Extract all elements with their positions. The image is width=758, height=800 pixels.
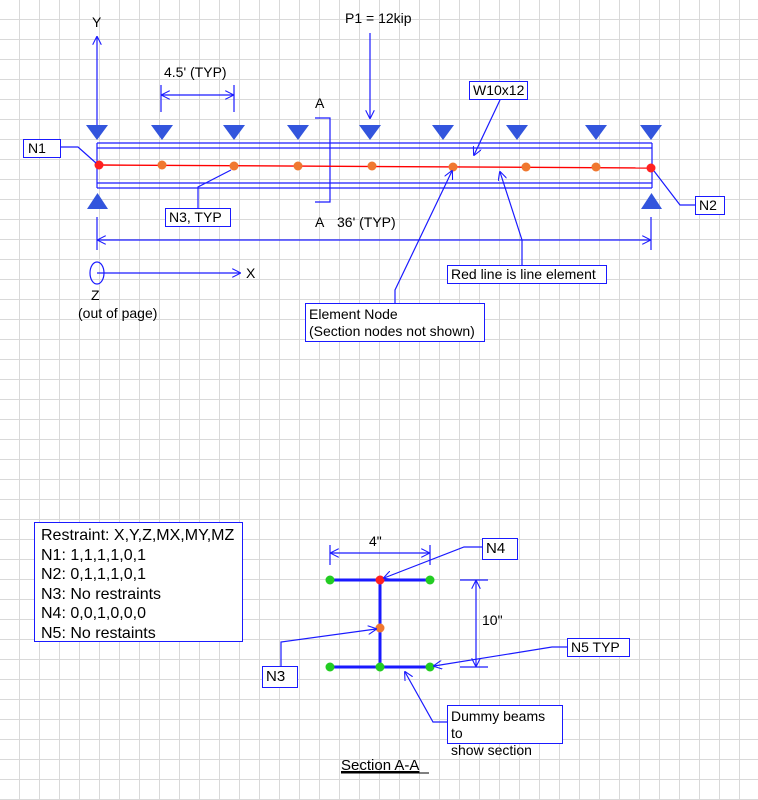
pin-support-right xyxy=(641,193,662,209)
element-node xyxy=(521,162,531,172)
z-axis-note: (out of page) xyxy=(78,305,157,321)
dummy-beams-note-line2: show section xyxy=(451,742,532,758)
support-triangle xyxy=(432,125,454,140)
section-node xyxy=(325,575,335,585)
element-node xyxy=(591,162,601,172)
n2-leader xyxy=(653,170,695,206)
section-node-n4 xyxy=(375,575,385,585)
restraint-row-n5: N5: No restaints xyxy=(41,624,156,642)
element-node-leader xyxy=(394,171,452,303)
element-node-note-line1: Element Node xyxy=(309,306,398,322)
element-node-note: Element Node (Section nodes not shown) xyxy=(305,303,485,342)
element-node-note-line2: (Section nodes not shown) xyxy=(309,323,475,339)
n4-callout: N4 xyxy=(482,538,518,560)
red-line-note: Red line is line element xyxy=(447,265,607,284)
support-triangle xyxy=(585,125,607,140)
support-triangle xyxy=(223,125,245,140)
n3-section-leader xyxy=(280,629,376,666)
x-axis-label: X xyxy=(246,265,256,281)
dummy-beams-note: Dummy beams to show section xyxy=(447,705,563,758)
node-n2 xyxy=(646,163,656,173)
n2-callout: N2 xyxy=(695,196,725,215)
support-triangle xyxy=(287,125,309,140)
restraint-row-n4: N4: 0,0,1,0,0,0 xyxy=(41,605,146,622)
z-axis-label: Z xyxy=(91,287,100,303)
node-n1 xyxy=(94,160,104,170)
n5-typ-callout: N5 TYP xyxy=(567,638,630,657)
section-node xyxy=(325,662,335,672)
n4-leader xyxy=(384,546,482,578)
section-cut-letter-bottom: A xyxy=(315,214,325,230)
top-supports xyxy=(86,125,662,140)
n5-leader xyxy=(434,646,567,666)
support-triangle xyxy=(640,125,662,140)
support-triangle xyxy=(86,125,108,140)
section-cut-line xyxy=(315,117,331,203)
depth-label: 10" xyxy=(482,612,503,628)
section-node xyxy=(375,662,385,672)
n1-leader xyxy=(61,146,97,164)
dummy-beams-leader xyxy=(405,672,447,723)
restraint-row-n3: N3: No restraints xyxy=(41,585,162,603)
n3-section-callout: N3 xyxy=(262,666,298,688)
red-line-leader xyxy=(500,172,523,265)
section-title: Section A-A xyxy=(341,757,419,774)
span-label: 36' (TYP) xyxy=(337,214,396,230)
section-cut-letter-top: A xyxy=(315,95,325,111)
n1-callout: N1 xyxy=(23,139,61,158)
pin-support-left xyxy=(87,193,108,209)
section-node-n3 xyxy=(375,623,385,633)
n3-typ-callout: N3, TYP xyxy=(165,208,231,227)
restraint-table: Restraint: X,Y,Z,MX,MY,MZ N1: 1,1,1,1,0,… xyxy=(34,522,243,642)
w10x12-callout: W10x12 xyxy=(469,81,528,100)
restraint-row-n2: N2: 0,1,1,1,0,1 xyxy=(41,566,146,583)
section-node xyxy=(425,662,435,672)
support-triangle xyxy=(151,125,173,140)
element-node xyxy=(157,160,167,170)
dummy-beams-note-line1: Dummy beams to xyxy=(451,708,546,741)
width-label: 4" xyxy=(369,533,382,549)
support-triangle xyxy=(359,125,381,140)
element-node xyxy=(367,161,377,171)
restraint-row-n1: N1: 1,1,1,1,0,1 xyxy=(41,546,146,564)
support-triangle xyxy=(506,125,528,140)
intermediate-nodes xyxy=(157,160,601,172)
element-node xyxy=(293,161,303,171)
load-label: P1 = 12kip xyxy=(345,10,412,26)
y-axis-label: Y xyxy=(92,14,102,30)
element-node xyxy=(229,161,239,171)
element-node xyxy=(448,162,458,172)
w10x12-leader xyxy=(474,99,501,155)
restraint-header: Restraint: X,Y,Z,MX,MY,MZ xyxy=(41,527,235,544)
n3-typ-leader xyxy=(197,169,232,209)
spacing-label: 4.5' (TYP) xyxy=(164,64,227,80)
section-node xyxy=(425,575,435,585)
